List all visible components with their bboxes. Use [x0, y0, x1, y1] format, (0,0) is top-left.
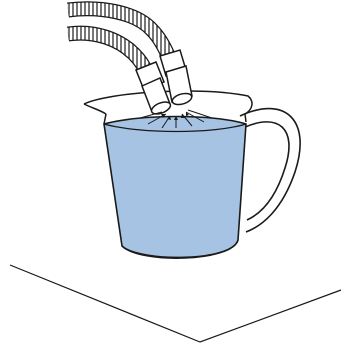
jug-handle: [240, 109, 300, 232]
corrugated-hose-lower: [68, 33, 146, 72]
water: [104, 117, 246, 259]
table-surface: [10, 265, 341, 342]
